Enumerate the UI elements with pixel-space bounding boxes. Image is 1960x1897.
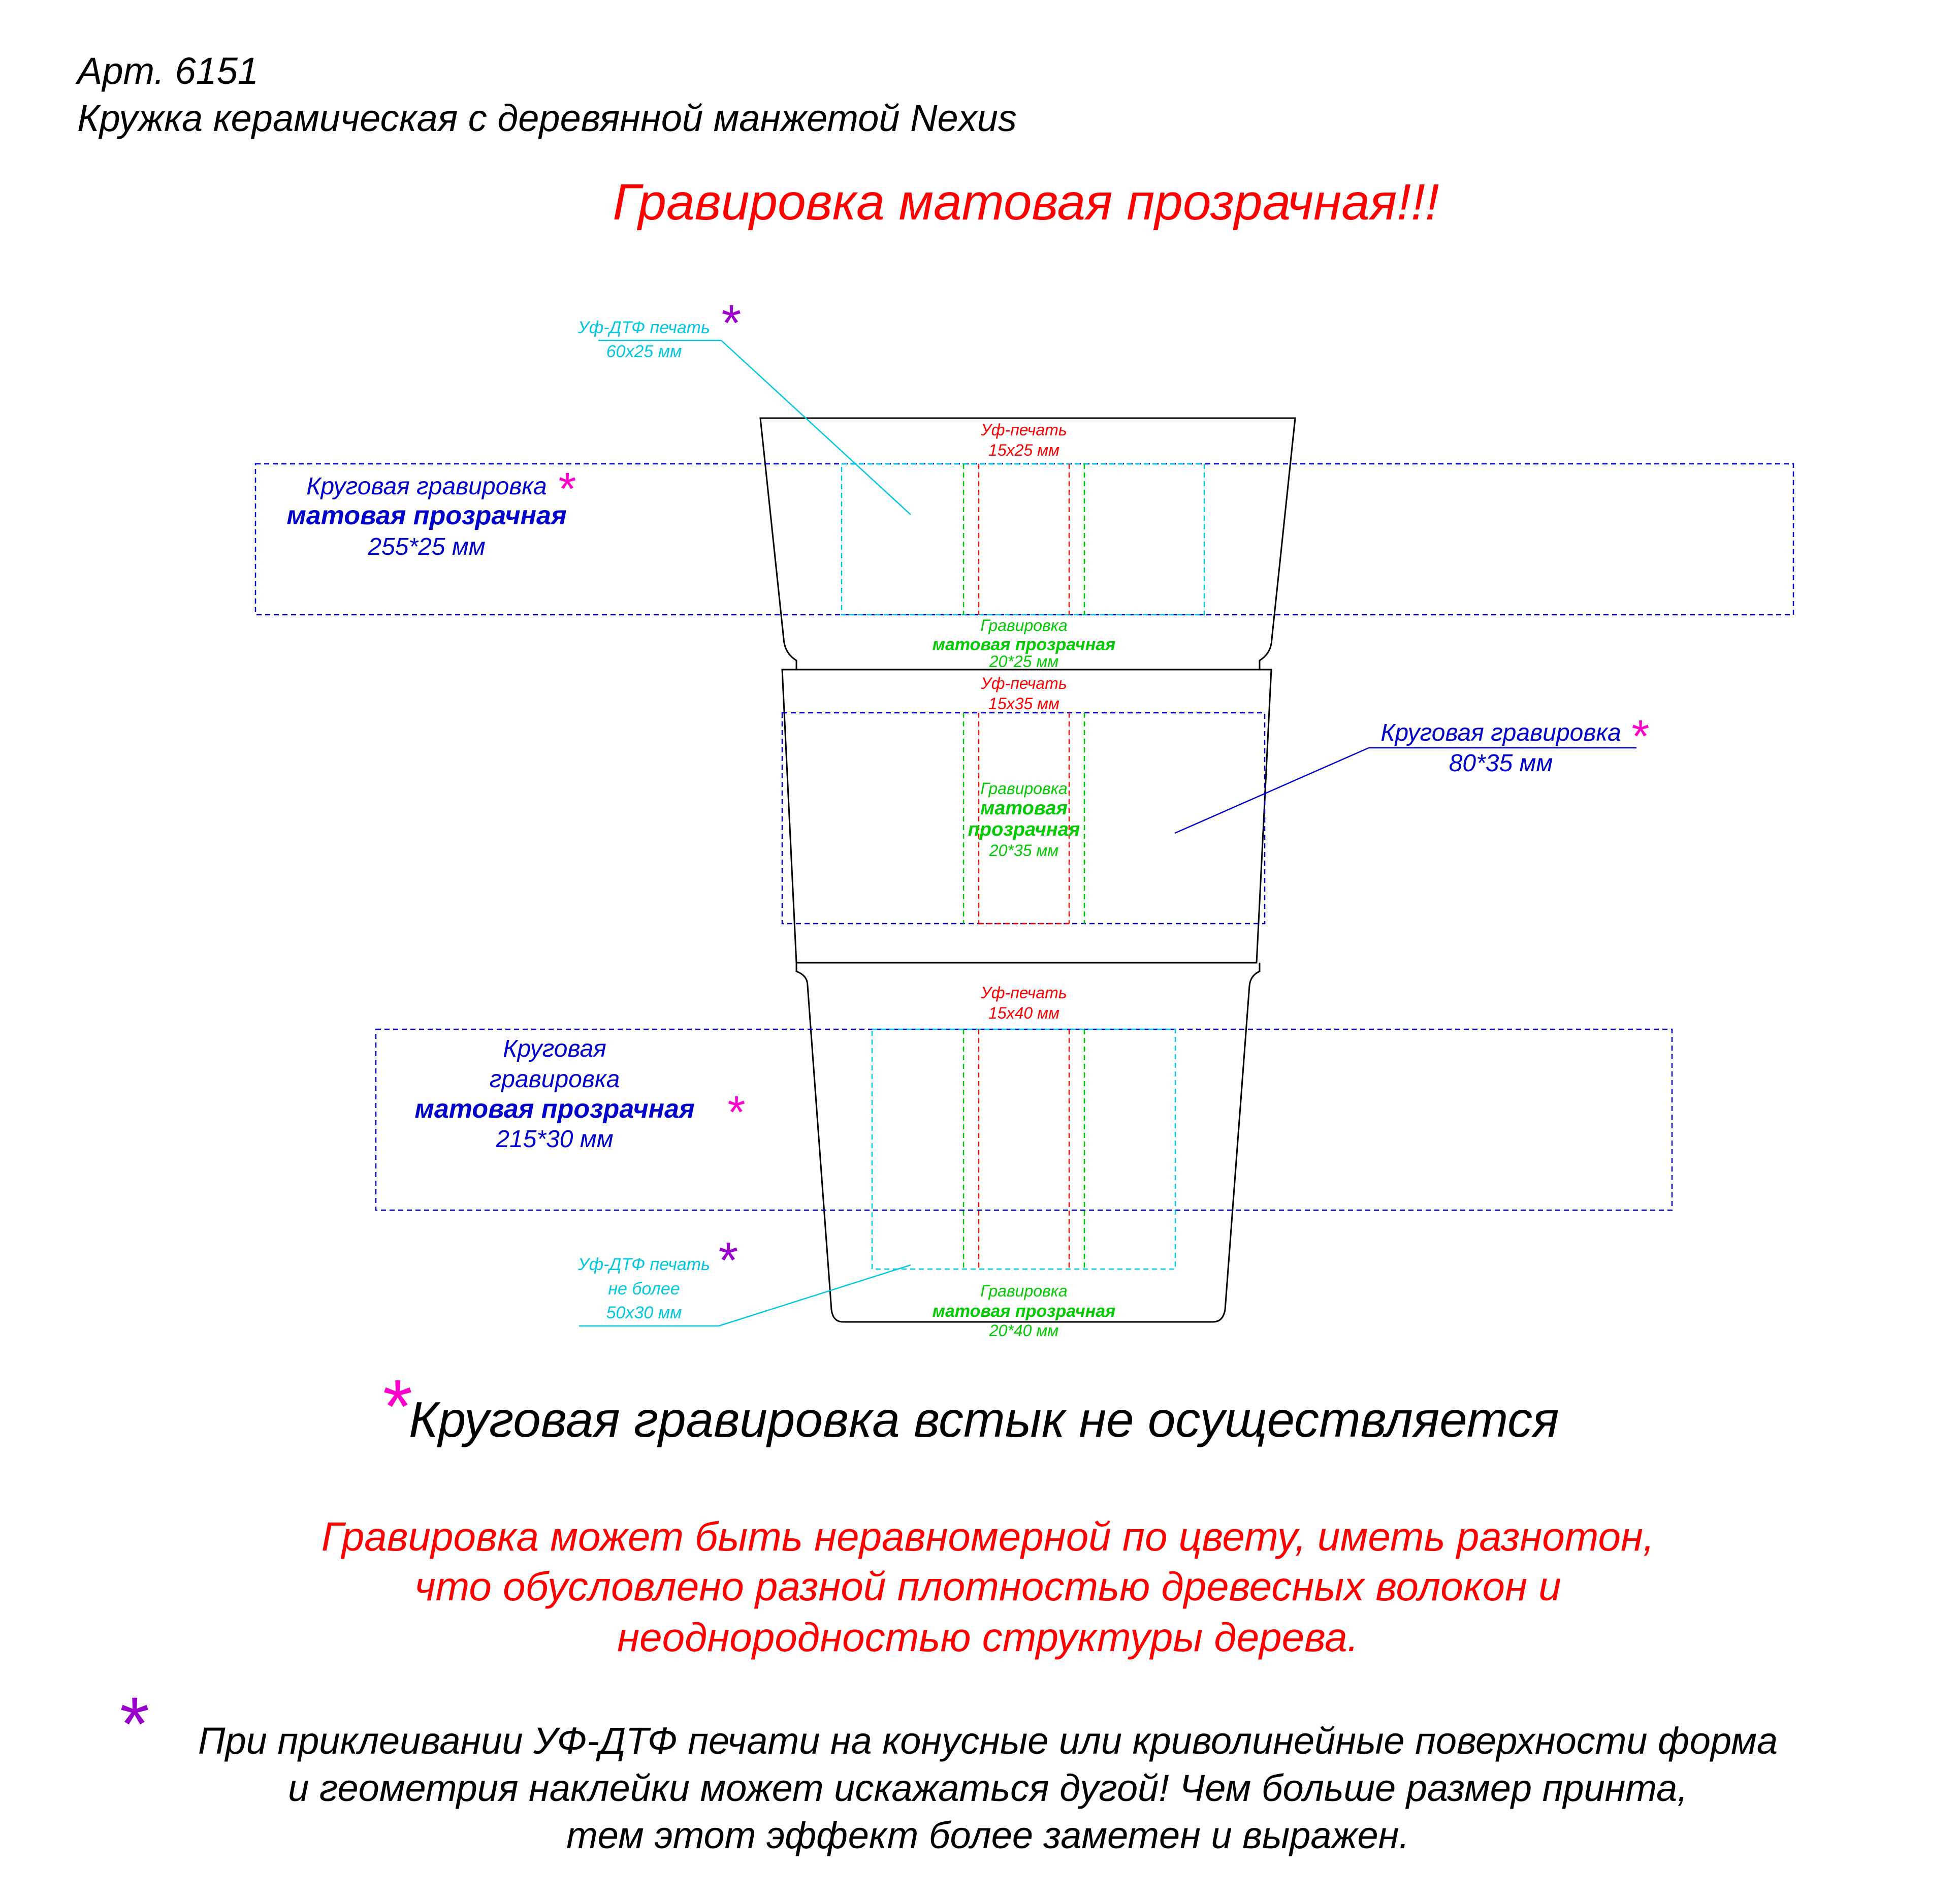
engraving-title: Гравировка матовая прозрачная!!! [613, 174, 1439, 231]
top-uv-dtf-callout: Уф-ДТФ печать * 60х25 мм [577, 295, 911, 515]
bottom-uv-dtf-callout: Уф-ДТФ печать * не более 50х30 мм [577, 1232, 911, 1327]
top-uv-dtf-label: Уф-ДТФ печать [577, 318, 710, 337]
middle-engrave-size: 20*35 мм [989, 841, 1058, 860]
bottom-circular-size: 215*30 мм [495, 1126, 613, 1153]
article-number: Арт. 6151 [75, 50, 259, 92]
dtf-note-line-2: и геометрия наклейки может искажаться ду… [288, 1767, 1688, 1809]
top-circular-size: 255*25 мм [367, 533, 485, 560]
middle-engrave-finish-2: прозрачная [968, 819, 1080, 840]
mug-outline [759, 417, 1296, 1323]
top-engrave-finish: матовая прозрачная [933, 635, 1115, 654]
bottom-uv-dtf-size: 50х30 мм [606, 1303, 682, 1322]
product-name: Кружка керамическая с деревянной манжето… [77, 97, 1017, 139]
top-uv-print-size: 15х25 мм [988, 441, 1059, 459]
bottom-uv-print-label: Уф-печать [980, 984, 1067, 1002]
middle-engrave-finish-1: матовая [980, 798, 1068, 819]
dtf-note-line-3: тем этот эффект более заметен и выражен. [566, 1814, 1409, 1856]
top-uv-print-label: Уф-печать [980, 421, 1067, 439]
top-uv-dtf-size: 60х25 мм [606, 342, 682, 361]
bottom-band [375, 1028, 1673, 1270]
bottom-circular-label-1: Круговая [503, 1035, 606, 1062]
bottom-uv-dtf-zone [871, 1028, 1176, 1270]
middle-uv-print-label: Уф-печать [980, 674, 1067, 692]
bottom-uv-dtf-label: Уф-ДТФ печать [577, 1255, 710, 1274]
circular-note-asterisk: * [383, 1364, 412, 1449]
bottom-engrave-label: Гравировка [980, 1282, 1067, 1300]
middle-engrave-label: Гравировка [980, 779, 1067, 798]
dtf-note-line-1: При приклеивании УФ-ДТФ печати на конусн… [198, 1720, 1778, 1762]
circular-note: Круговая гравировка встык не осуществляе… [409, 1392, 1559, 1447]
middle-band [781, 712, 1266, 925]
bottom-uv-dtf-asterisk: * [719, 1232, 738, 1289]
top-engrave-label: Гравировка [980, 616, 1067, 635]
dtf-note-asterisk: * [120, 1681, 149, 1766]
middle-circular-size: 80*35 мм [1449, 750, 1553, 777]
bottom-circular-asterisk: * [727, 1087, 745, 1138]
middle-circular-callout: Круговая гравировка * 80*35 мм [1174, 711, 1650, 834]
top-uv-dtf-asterisk: * [722, 295, 742, 352]
bottom-engrave-size: 20*40 мм [989, 1321, 1058, 1340]
bottom-circular-finish: матовая прозрачная [414, 1094, 694, 1124]
top-uv-dtf-zone [841, 463, 1205, 616]
top-circular-asterisk: * [558, 464, 576, 515]
top-engrave-size: 20*25 мм [989, 652, 1058, 671]
grain-note-line-2: что обусловлено разной плотностью древес… [414, 1564, 1561, 1609]
mug-middle-section [781, 669, 1272, 964]
middle-circular-label: Круговая гравировка [1380, 719, 1621, 746]
mug-bottom-section [795, 963, 1261, 1323]
bottom-engrave-finish: матовая прозрачная [933, 1302, 1115, 1321]
middle-circular-leader [1174, 747, 1369, 834]
top-uv-dtf-leader [721, 340, 911, 515]
bottom-uv-dtf-limit: не более [608, 1279, 680, 1299]
top-band [254, 463, 1794, 616]
grain-note-line-1: Гравировка может быть неравномерной по ц… [322, 1514, 1655, 1559]
top-circular-label: Круговая гравировка [306, 473, 547, 500]
top-circular-finish: матовая прозрачная [286, 501, 566, 530]
bottom-uv-dtf-leader [718, 1264, 911, 1327]
middle-uv-print-size: 15х35 мм [988, 694, 1059, 713]
middle-circular-asterisk: * [1631, 711, 1649, 762]
bottom-uv-print-size: 15х40 мм [988, 1004, 1059, 1022]
grain-note-line-3: неоднородностью структуры дерева. [617, 1615, 1359, 1660]
bottom-circular-label-2: гравировка [490, 1066, 620, 1093]
